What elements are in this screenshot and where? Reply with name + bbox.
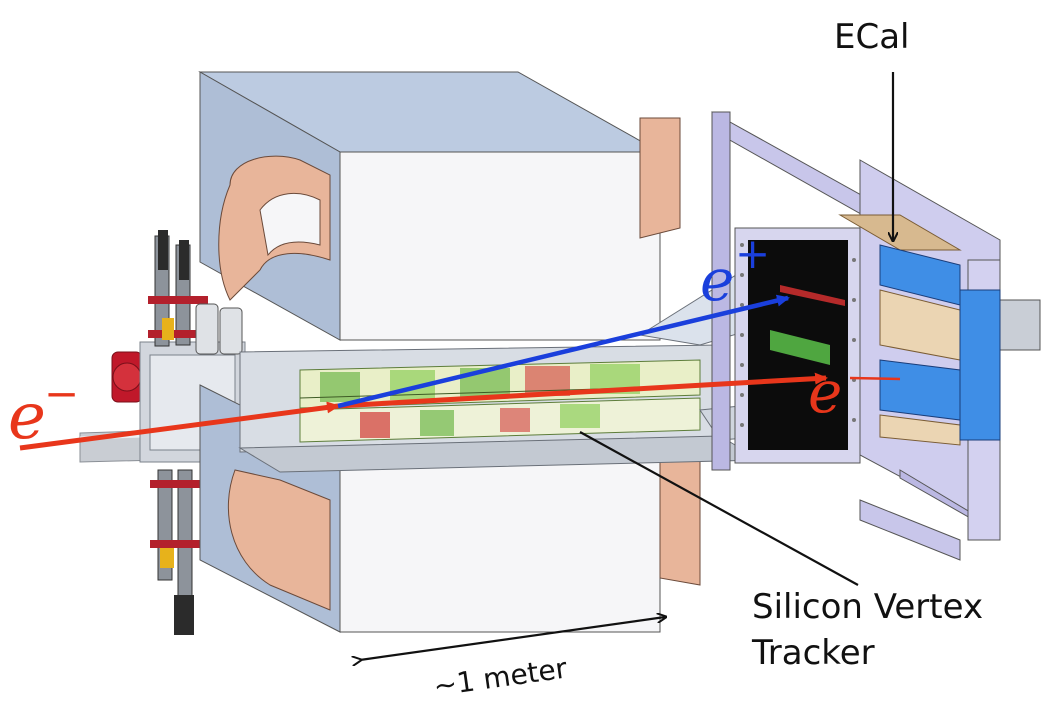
silicon-vertex-tracker — [299, 359, 701, 443]
outgoing-electron-track — [337, 372, 828, 409]
magnet-coil-lower — [228, 449, 701, 611]
svg-text:e: e — [700, 246, 734, 314]
ecal-label: ECal — [834, 17, 910, 57]
svt-label-line2: Tracker — [751, 633, 875, 673]
svg-text:+: + — [735, 229, 770, 278]
svg-text:−: − — [44, 369, 79, 418]
svt-pointer — [579, 431, 859, 586]
positron-label: e + — [700, 229, 770, 314]
svt-label-line1: Silicon Vertex — [752, 587, 983, 627]
particle-tracks — [19, 294, 901, 451]
scale-label: ~1 meter — [431, 651, 569, 702]
scale-bar — [360, 617, 665, 660]
svg-text:e: e — [808, 358, 842, 426]
ecal-calorimeter — [838, 214, 1001, 446]
positron-track — [337, 294, 790, 409]
svg-text:e: e — [8, 380, 46, 454]
electron-in-label: e − — [8, 369, 79, 454]
incoming-electron-track — [19, 401, 340, 451]
magnet-coil-upper — [218, 117, 681, 301]
electron-out-label: e — [808, 358, 842, 426]
